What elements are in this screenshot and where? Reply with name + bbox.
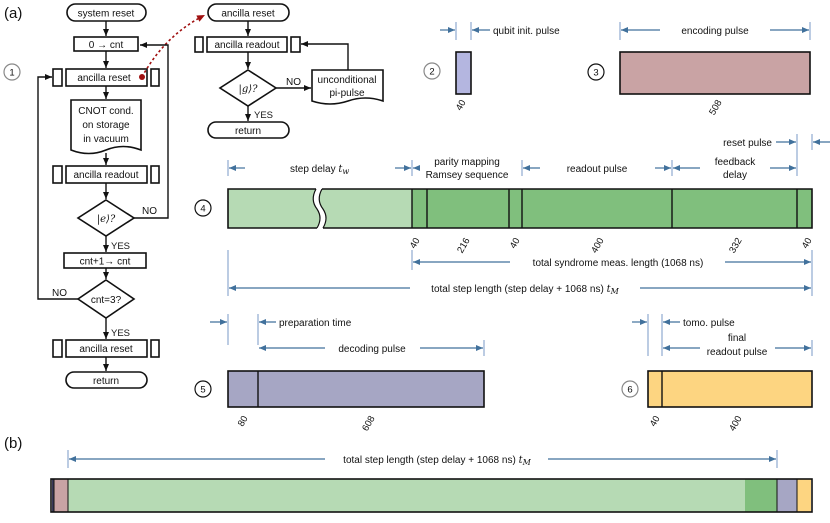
marker-5: 5 <box>200 385 205 396</box>
sub-ancilla-reset-label: ancilla reset <box>221 9 275 20</box>
panel-4-syndrome-step: step delay tw parity mapping Ramsey sequ… <box>227 134 830 296</box>
syndrome-total-label: total syndrome meas. length (1068 ns) <box>533 258 704 269</box>
cnot-line-1: CNOT cond. <box>78 106 133 117</box>
bar-outline <box>227 188 813 229</box>
duration-label: 40 <box>648 414 663 429</box>
panel-b-full-sequence: total step length (step delay + 1068 ns)… <box>50 450 813 513</box>
cnot-line-3: in vacuum <box>83 134 129 145</box>
panel-label-b: (b) <box>4 435 22 452</box>
step-delay-label: step delay tw <box>290 164 349 176</box>
pi-pulse-document <box>311 69 384 105</box>
return-terminator <box>65 371 148 389</box>
decision-g-label: |g⟩? <box>238 84 258 95</box>
tomo-pulse-label: tomo. pulse <box>683 318 735 329</box>
no-label-g: NO <box>286 77 301 88</box>
sub-return-terminator <box>207 121 290 139</box>
no-label-cnt: NO <box>52 288 67 299</box>
panel-6-final-readout: tomo. pulse final readout pulse 40 400 <box>632 314 813 433</box>
reset-subroutine-flowchart: ancilla reset ancilla readout |g⟩? NO un… <box>194 3 384 139</box>
panel-3-encoding: encoding pulse 508 <box>619 22 811 117</box>
encoding-pulse-bar <box>619 51 811 95</box>
decoding-pulse-label: decoding pulse <box>338 344 406 355</box>
decision-e-label: |e⟩? <box>97 214 116 225</box>
increment-box <box>63 252 147 269</box>
yes-label-g: YES <box>254 110 273 121</box>
cnot-line-2: on storage <box>82 120 130 131</box>
final-line-1: final <box>728 333 746 344</box>
step-delay-segment <box>68 479 745 512</box>
encoding-label: encoding pulse <box>681 26 749 37</box>
init-counter-label: 0 → cnt <box>89 40 124 51</box>
panel-2-qubit-init: qubit init. pulse 40 <box>440 22 560 113</box>
decoding-pulse-bar <box>227 370 485 408</box>
readout-pulse-label: readout pulse <box>567 164 628 175</box>
init-segment <box>52 479 54 512</box>
duration-label: 508 <box>707 98 724 117</box>
step-total-label: total step length (step delay + 1068 ns)… <box>431 284 619 296</box>
reset-pulse-label: reset pulse <box>723 138 772 149</box>
marker-1: 1 <box>9 68 14 79</box>
duration-label: 80 <box>236 414 251 429</box>
pi-pulse-line-1: unconditional <box>318 75 377 86</box>
marker-6: 6 <box>627 385 632 396</box>
yes-label-cnt: YES <box>111 328 130 339</box>
main-flowchart: system reset 0 → cnt ancilla reset CNOT … <box>37 3 206 389</box>
marker-4: 4 <box>200 204 205 215</box>
subroutine-link-arrow <box>141 14 206 78</box>
axis-break <box>313 188 326 229</box>
return-label: return <box>93 376 119 387</box>
syndrome-segment <box>745 479 777 512</box>
feedback-line-1: feedback <box>715 157 757 168</box>
sub-ancilla-readout-label: ancilla readout <box>214 40 279 51</box>
feedback-line-2: delay <box>723 170 747 181</box>
syndrome-step-bar <box>227 188 813 229</box>
duration-label: 400 <box>589 236 606 255</box>
syndrome-duration-labels: 40 216 40 400 332 40 <box>408 236 815 255</box>
preparation-time-label: preparation time <box>279 318 352 329</box>
qubit-init-pulse-bar <box>455 51 472 95</box>
syndrome-segment <box>412 189 812 228</box>
full-sequence-bar <box>50 478 813 513</box>
decoding-segment <box>777 479 797 512</box>
marker-2: 2 <box>429 67 434 78</box>
increment-label: cnt+1→ cnt <box>80 257 131 268</box>
final-readout-segment <box>797 479 811 512</box>
duration-label: 40 <box>800 236 815 251</box>
parity-line-2: Ramsey sequence <box>426 170 509 181</box>
encoding-segment <box>54 479 68 512</box>
yes-label-e: YES <box>111 241 130 252</box>
duration-label: 608 <box>360 414 377 433</box>
marker-3: 3 <box>593 68 598 79</box>
duration-label: 400 <box>727 414 744 433</box>
final-readout-bar <box>647 370 813 408</box>
step-markers: 1 2 3 4 5 6 <box>3 62 639 398</box>
ancilla-reset-label: ancilla reset <box>77 73 131 84</box>
duration-label: 216 <box>455 236 472 255</box>
duration-label: 40 <box>454 98 469 113</box>
cnot-document <box>70 99 142 155</box>
qubit-init-label: qubit init. pulse <box>493 26 560 37</box>
duration-label: 40 <box>508 236 523 251</box>
axis-break-lines <box>312 188 327 229</box>
bar-outline <box>50 478 813 513</box>
final-line-2: readout pulse <box>707 347 768 358</box>
pi-pulse-line-2: pi-pulse <box>329 88 364 99</box>
duration-label: 40 <box>408 236 423 251</box>
ancilla-readout-process: ancilla readout <box>52 165 160 184</box>
full-step-total-label: total step length (step delay + 1068 ns)… <box>343 455 531 467</box>
system-reset-label: system reset <box>78 9 135 20</box>
decision-cnt-label: cnt=3? <box>91 295 122 306</box>
ancilla-reset-2-label: ancilla reset <box>79 344 133 355</box>
parity-line-1: parity mapping <box>434 157 500 168</box>
sub-return-label: return <box>235 126 261 137</box>
ancilla-reset-2-process: ancilla reset <box>52 339 160 358</box>
duration-label: 332 <box>727 236 744 255</box>
panel-label-a: (a) <box>4 5 22 22</box>
panel-5-decoding: preparation time decoding pulse 80 608 <box>210 314 485 433</box>
no-label-e: NO <box>142 206 157 217</box>
ancilla-readout-label: ancilla readout <box>73 170 138 181</box>
